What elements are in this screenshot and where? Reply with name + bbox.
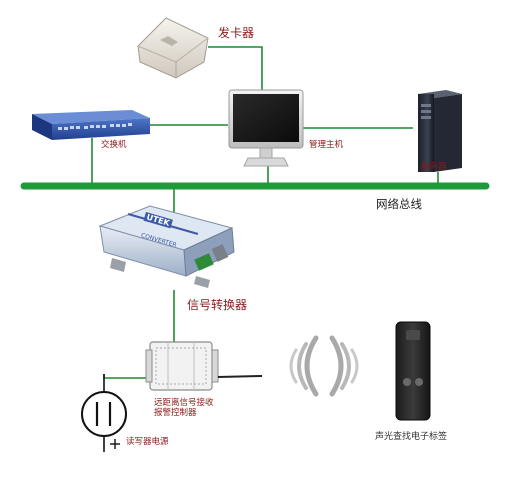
- antenna-cable: [217, 375, 263, 378]
- label-server: 服务器: [421, 162, 447, 172]
- label-card-issuer: 发卡器: [218, 26, 255, 40]
- signal-waves-icon: [289, 335, 359, 397]
- link-issuer-host: [208, 46, 263, 90]
- link-power-receiver: [103, 374, 150, 379]
- label-receiver-controller-line2: 报警控制器: [154, 408, 197, 418]
- label-electronic-tag: 声光查找电子标签: [375, 432, 448, 442]
- receiver-controller-device: [145, 341, 263, 391]
- server-tower: [418, 90, 462, 172]
- label-network-bus: 网络总线: [376, 197, 422, 211]
- electronic-tag-device: [395, 321, 431, 421]
- label-switch: 交换机: [101, 140, 127, 150]
- label-signal-converter: 信号转换器: [187, 298, 248, 312]
- label-management-host: 管理主机: [309, 140, 344, 150]
- label-receiver-controller-line1: 远距离信号接收: [154, 398, 214, 408]
- management-host-monitor: [228, 89, 304, 167]
- power-supply-icon: [81, 374, 127, 452]
- label-reader-power: 读写器电源: [126, 437, 169, 447]
- card-issuer-device: [137, 17, 209, 79]
- switch-device: [32, 110, 150, 140]
